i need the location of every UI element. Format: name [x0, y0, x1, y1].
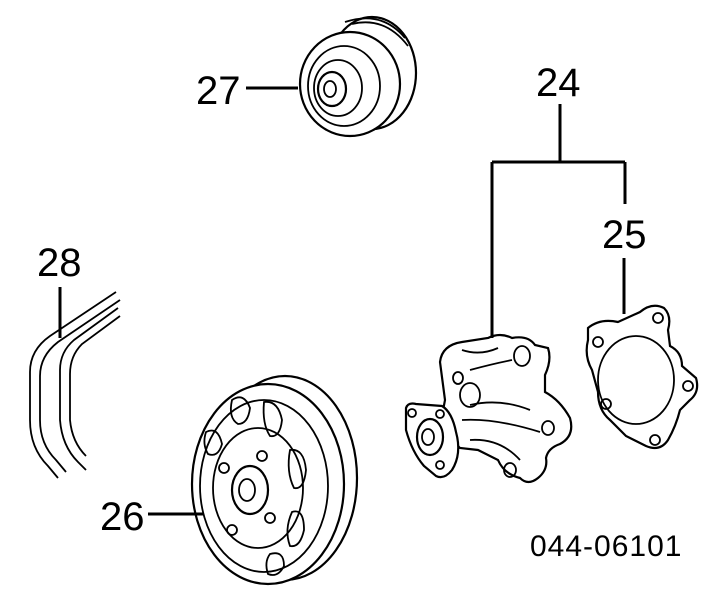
callout-28: 28: [37, 241, 82, 285]
callout-26: 26: [100, 495, 145, 539]
v-belt-28: [29, 291, 121, 479]
water-pump-24: [404, 333, 573, 484]
leader-lines: [58, 86, 627, 516]
callout-24: 24: [536, 61, 581, 105]
diagram-code: 044-06101: [530, 530, 682, 563]
idler-pulley-27: [298, 15, 418, 138]
callout-25: 25: [602, 213, 647, 257]
crank-pulley-26: [190, 374, 359, 586]
gasket-25: [585, 304, 699, 450]
callout-27: 27: [196, 69, 241, 113]
